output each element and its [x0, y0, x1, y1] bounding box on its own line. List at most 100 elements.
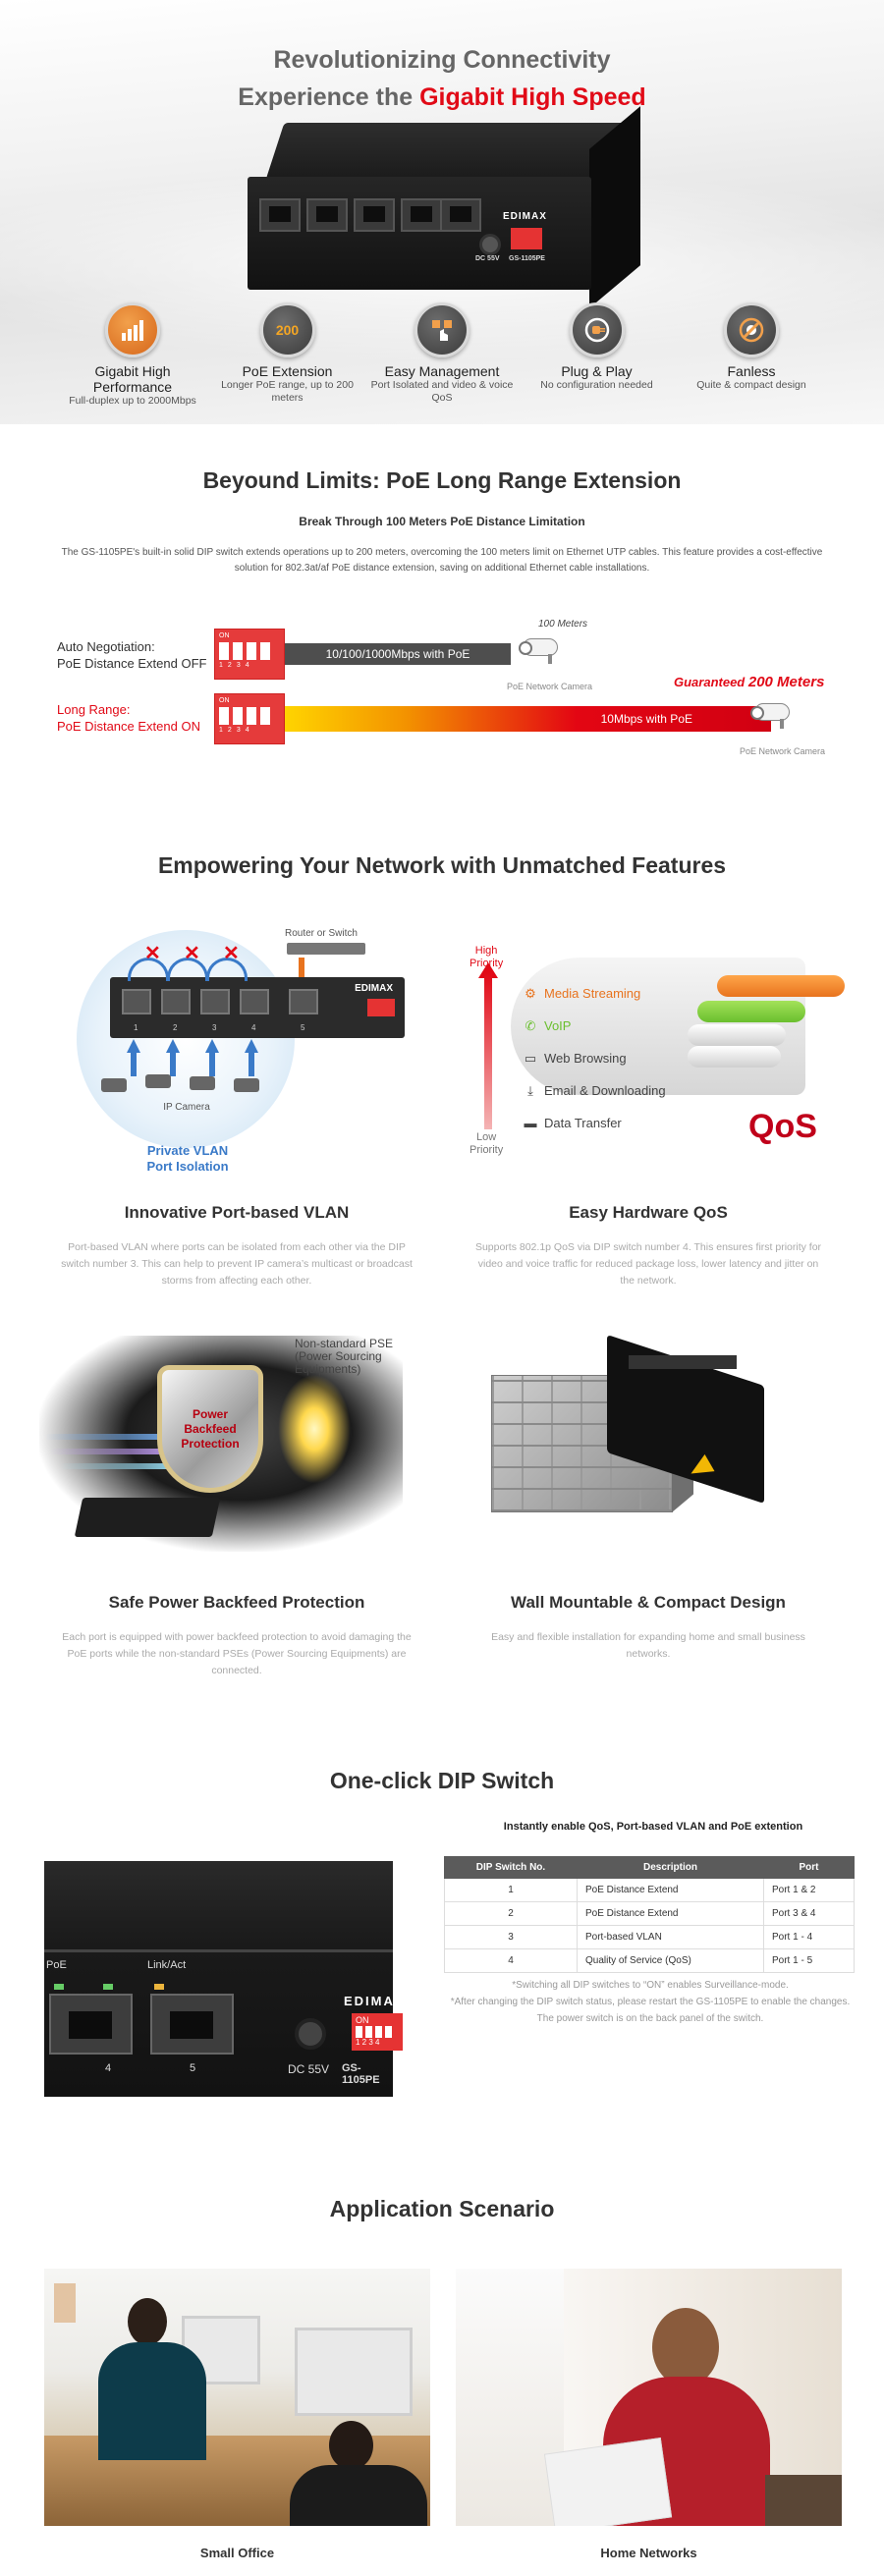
- table-row: 3 Port-based VLAN Port 1 - 4: [444, 1925, 855, 1949]
- cell-port: Port 3 & 4: [763, 1901, 855, 1926]
- dip-toggle: [260, 642, 270, 660]
- device-top-panel: [265, 123, 638, 180]
- device-dip-switch: ON 1 2 3 4: [352, 2013, 403, 2051]
- dip-number: 1: [219, 727, 223, 734]
- power-beam: [44, 1434, 192, 1440]
- office-person-body: [98, 2342, 206, 2460]
- dip-table-header: DIP Switch No. Description Port: [444, 1856, 855, 1879]
- qos-item-data: ▬Data Transfer: [523, 1116, 622, 1130]
- qos-item-label: Email & Downloading: [544, 1083, 666, 1098]
- dc-jack: [295, 2018, 326, 2050]
- dip-on-label: ON: [219, 697, 230, 704]
- device-port-5-label: 5: [190, 2062, 196, 2074]
- poe-row2-distance-prefix: Guaranteed: [674, 675, 748, 689]
- ip-camera-icon: [190, 1076, 215, 1090]
- cell-description: PoE Distance Extend: [577, 1901, 764, 1926]
- high-priority-label: High Priority: [470, 945, 503, 970]
- feature-title: Plug & Play: [561, 363, 633, 379]
- hero-title: Revolutionizing Connectivity Experience …: [0, 41, 884, 116]
- dip-table: DIP Switch No. Description Port 1 PoE Di…: [444, 1856, 855, 1973]
- vlan-text: Port-based VLAN where ports can be isola…: [61, 1241, 413, 1287]
- feature-subtitle: Quite & compact design: [696, 379, 806, 391]
- poe-row2-label-line1: Long Range:: [57, 702, 131, 717]
- dip-switch-toggles: [356, 2026, 399, 2038]
- feature-subtitle: Port Isolated and video & voice QoS: [370, 379, 514, 404]
- high-priority-line2: Priority: [470, 958, 504, 969]
- hero-section: Revolutionizing Connectivity Experience …: [0, 0, 884, 424]
- low-priority-line2: Priority: [470, 1144, 504, 1156]
- blocked-x-icon: ✕: [184, 943, 200, 964]
- dip-toggle: [219, 707, 229, 725]
- pse-label-line3: Equipments): [295, 1362, 361, 1376]
- dip-toggle: [260, 707, 270, 725]
- qos-tube-orange: [717, 975, 845, 997]
- vlan-badge-line2: Port Isolation: [146, 1159, 229, 1174]
- device-dip-switch: [511, 228, 542, 249]
- dip-toggle: [247, 642, 256, 660]
- cell-dip-no: 4: [444, 1948, 578, 1973]
- feature-title: Fanless: [727, 363, 776, 379]
- feature-title: PoE Extension: [242, 363, 333, 379]
- high-priority-line1: High: [474, 945, 498, 957]
- qos-item-label: Data Transfer: [544, 1116, 622, 1130]
- hero-feature-list: Gigabit High Performance Full-duplex up …: [59, 302, 825, 408]
- dip-heading: One-click DIP Switch: [329, 1768, 555, 1793]
- device-edge: [44, 1949, 393, 1952]
- home-person-head: [652, 2308, 719, 2386]
- dip-note: *Switching all DIP switches to “ON” enab…: [444, 1977, 856, 2027]
- cell-dip-no: 2: [444, 1901, 578, 1926]
- hero-title-line2: Experience the Gigabit High Speed: [0, 79, 884, 116]
- vlan-port-number: 5: [301, 1023, 305, 1032]
- download-icon: ⤓: [527, 1083, 533, 1098]
- poe-row1-label-line1: Auto Negotiation:: [57, 639, 155, 654]
- power-beam: [59, 1463, 187, 1469]
- pse-label-line1: Non-standard PSE: [295, 1337, 394, 1350]
- table-row: 1 PoE Distance Extend Port 1 & 2: [444, 1878, 855, 1902]
- dip-number: 1: [219, 662, 223, 669]
- backfeed-text: Each port is equipped with power backfee…: [62, 1631, 412, 1676]
- vlan-port-number: 2: [173, 1023, 178, 1032]
- device-port-4-label: 4: [105, 2062, 112, 2074]
- qos-item-email: ⤓ Email & Downloading: [523, 1083, 666, 1099]
- power-beam: [49, 1449, 187, 1454]
- wall-text: Easy and flexible installation for expan…: [491, 1631, 805, 1660]
- led-indicator: [103, 1984, 113, 1990]
- device-port: [401, 198, 442, 232]
- dip-toggle: [375, 2026, 382, 2038]
- dip-toggle: [233, 707, 243, 725]
- home-networks-photo: [456, 2269, 842, 2526]
- device-model: GS-1105PE: [342, 2062, 380, 2086]
- qos-title: Easy Hardware QoS: [569, 1203, 728, 1222]
- dip-numbers: 1 2 3 4: [356, 2038, 380, 2047]
- feature-fanless: Fanless Quite & compact design: [678, 302, 825, 408]
- feature-plug-play: Plug & Play No configuration needed: [524, 302, 671, 408]
- vlan-title: Innovative Port-based VLAN: [124, 1203, 350, 1222]
- feature-subtitle: No configuration needed: [540, 379, 653, 391]
- uplink-arrow-icon: [205, 1039, 219, 1053]
- ip-camera-icon: [145, 1074, 171, 1088]
- pse-label: Non-standard PSE (Power Sourcing Equipme…: [295, 1338, 393, 1376]
- poe-row2-label-line2: PoE Distance Extend ON: [57, 719, 200, 734]
- vlan-port: [289, 989, 318, 1014]
- application-heading: Application Scenario: [329, 2196, 555, 2221]
- device-model: GS-1105PE: [509, 255, 545, 262]
- dip-number: 4: [245, 662, 249, 669]
- dip-on-label: ON: [356, 2015, 369, 2025]
- features-heading: Empowering Your Network with Unmatched F…: [157, 852, 727, 878]
- uplink-arrow-icon: [299, 958, 304, 979]
- device-port: [440, 198, 481, 232]
- uplink-arrow-icon: [170, 1051, 176, 1076]
- vlan-dip-switch: [367, 999, 395, 1016]
- poe-camera-label-1: PoE Network Camera: [507, 682, 593, 691]
- shield-icon: Power Backfeed Protection: [157, 1365, 263, 1493]
- col-port: Port: [763, 1856, 855, 1879]
- poe-heading: Beyound Limits: PoE Long Range Extension: [202, 467, 682, 493]
- device-power-label: DC 55V: [475, 255, 500, 262]
- uplink-arrow-icon: [249, 1051, 254, 1076]
- qos-tube-grey: [688, 1024, 786, 1046]
- cell-description: Quality of Service (QoS): [577, 1948, 764, 1973]
- col-description: Description: [577, 1856, 764, 1879]
- device-poe-label: PoE: [46, 1959, 67, 1971]
